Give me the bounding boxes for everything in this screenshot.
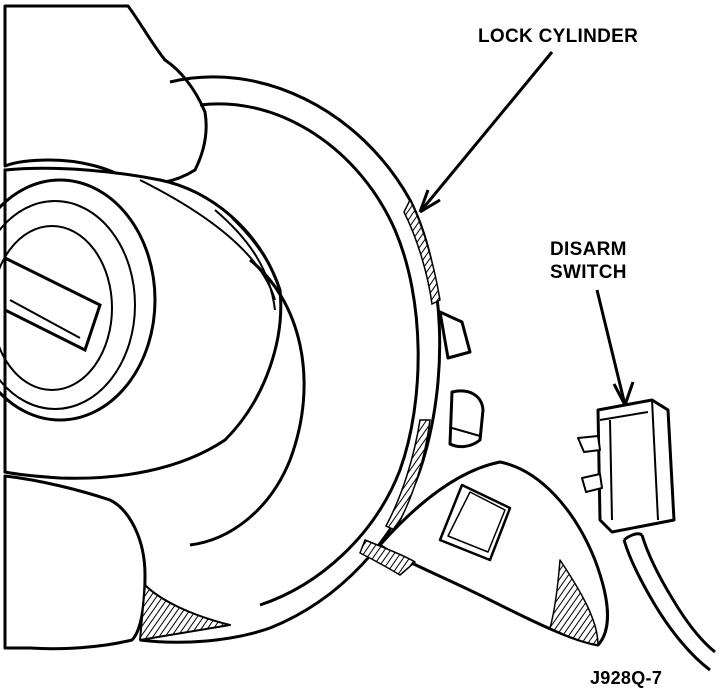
housing-tabs [438,310,485,449]
lock-cylinder-arrowhead [418,189,441,214]
lock-cylinder-label: LOCK CYLINDER [478,26,639,47]
key-barrel [0,166,283,480]
lower-hand [3,460,609,651]
lock-cylinder-leader [418,51,554,213]
leader-arrows [418,51,635,406]
disarm-switch-arrowhead [612,381,635,406]
figure-id-label: J928Q-7 [590,668,663,688]
upper-hand [3,4,208,186]
disarm-switch-label-line2: SWITCH [550,262,627,283]
disarm-switch-label: DISARM SWITCH [550,238,627,284]
disarm-switch-leader [595,289,627,406]
disarm-switch-label-line1: DISARM [550,239,627,260]
lock-housing [139,75,442,644]
disarm-switch [577,398,716,672]
